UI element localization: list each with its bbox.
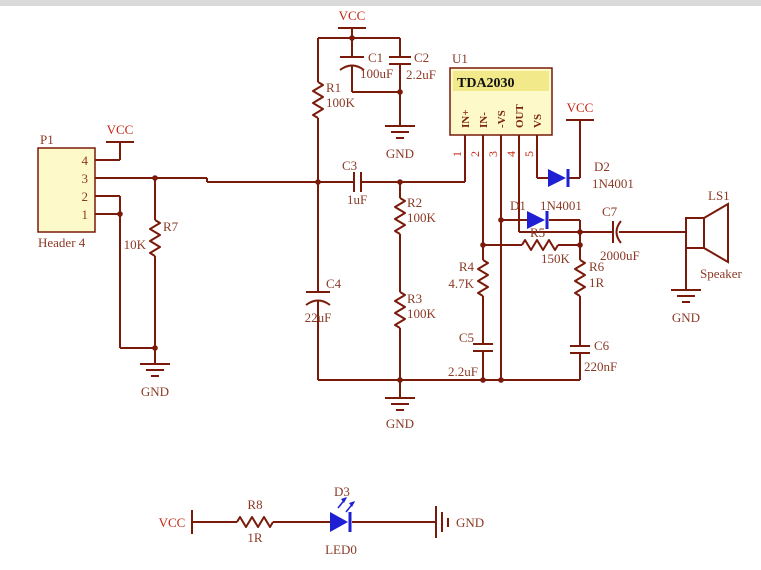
capacitor-C4: C4 22uF: [305, 276, 342, 325]
gnd-symbol-left: GND: [140, 363, 170, 399]
ls1-value-label: Speaker: [700, 266, 743, 281]
junction-dots: [117, 35, 583, 383]
c1-value-label: 100uF: [360, 66, 393, 81]
p1-pin3-label: 3: [82, 171, 89, 186]
c4-ref-label: C4: [326, 276, 342, 291]
u1-pin-number-2: 2: [468, 151, 482, 157]
capacitor-C5: C5 2.2uF: [448, 330, 493, 379]
c7-value-label: 2000uF: [600, 248, 640, 263]
u1-pin-name-in-minus: IN-: [478, 112, 490, 128]
gnd-label-top: GND: [386, 146, 414, 161]
r5-value-label: 150K: [541, 251, 571, 266]
gnd-label-center: GND: [386, 416, 414, 431]
c3-ref-label: C3: [342, 158, 357, 173]
gnd-symbol-top: GND: [385, 125, 415, 161]
u1-pin-number-5: 5: [522, 151, 536, 157]
u1-pin-name-neg-vs: -VS: [496, 110, 508, 128]
r3-ref-label: R3: [407, 291, 422, 306]
gnd-label-speaker: GND: [672, 310, 700, 325]
u1-pin-number-1: 1: [450, 151, 464, 157]
resistor-R1: R1 100K: [312, 80, 356, 119]
window-chrome-strip: [0, 0, 761, 6]
r1-value-label: 100K: [326, 95, 356, 110]
u1-pin-number-3: 3: [486, 151, 500, 157]
r1-ref-label: R1: [326, 80, 341, 95]
r3-value-label: 100K: [407, 306, 437, 321]
r6-ref-label: R6: [589, 259, 605, 274]
r8-ref-label: R8: [247, 497, 262, 512]
gnd-symbol-center: GND: [385, 397, 415, 431]
gnd-symbol-led: GND: [435, 506, 484, 538]
r6-value-label: 1R: [589, 275, 605, 290]
capacitor-C7: C7 2000uF: [600, 204, 640, 263]
r2-ref-label: R2: [407, 195, 422, 210]
d3-ref-label: D3: [334, 484, 350, 499]
u1-pin-number-4: 4: [504, 151, 518, 157]
vcc-symbol-p1: VCC: [106, 122, 134, 143]
capacitor-C2: C2 2.2uF: [389, 50, 436, 82]
r8-value-label: 1R: [247, 530, 263, 545]
u1-part-label: TDA2030: [457, 76, 515, 91]
resistor-R4: R4 4.7K: [448, 259, 489, 297]
c1-ref-label: C1: [368, 50, 383, 65]
diode-D2: D2 1N4001: [548, 159, 634, 191]
r4-value-label: 4.7K: [448, 276, 474, 291]
c3-value-label: 1uF: [347, 192, 367, 207]
c5-ref-label: C5: [459, 330, 474, 345]
p1-pin4-label: 4: [82, 153, 89, 168]
diode-D1: D1 1N4001: [510, 198, 582, 229]
gnd-label-left: GND: [141, 384, 169, 399]
c7-ref-label: C7: [602, 204, 618, 219]
vcc-label-led: VCC: [159, 515, 186, 530]
r4-ref-label: R4: [459, 259, 475, 274]
speaker-LS1: LS1 Speaker: [685, 188, 743, 281]
capacitor-C1: C1 100uF: [339, 50, 393, 81]
resistor-R5: R5 150K: [521, 225, 571, 266]
vcc-symbol-u1: VCC: [566, 100, 594, 121]
ls1-ref-label: LS1: [708, 188, 730, 203]
resistor-R8: R8 1R: [236, 497, 274, 545]
capacitor-C3: C3 1uF: [342, 158, 367, 207]
c2-ref-label: C2: [414, 50, 429, 65]
p1-pin2-label: 2: [82, 189, 89, 204]
r7-ref-label: R7: [163, 219, 179, 234]
vcc-label-u1: VCC: [567, 100, 594, 115]
vcc-label-top: VCC: [339, 8, 366, 23]
u1-ref-label: U1: [452, 51, 468, 66]
resistor-R2: R2 100K: [394, 195, 437, 235]
c6-value-label: 220nF: [584, 359, 617, 374]
r2-value-label: 100K: [407, 210, 437, 225]
r5-ref-label: R5: [530, 225, 545, 240]
u1-pin-name-out: OUT: [514, 104, 526, 129]
p1-value-label: Header 4: [38, 235, 86, 250]
r7-value-label: 10K: [124, 237, 147, 252]
gnd-label-led: GND: [456, 515, 484, 530]
resistor-R6: R6 1R: [574, 259, 605, 297]
p1-ref-label: P1: [40, 132, 54, 147]
wires: [95, 28, 687, 523]
vcc-symbol-led: VCC: [159, 510, 193, 534]
vcc-symbol-top: VCC: [338, 8, 366, 29]
d1-value-label: 1N4001: [540, 198, 582, 213]
c5-value-label: 2.2uF: [448, 364, 478, 379]
gnd-symbol-speaker: GND: [671, 289, 701, 325]
c4-value-label: 22uF: [305, 310, 332, 325]
p1-pin1-label: 1: [82, 207, 89, 222]
led-D3: D3 LED0: [325, 484, 357, 557]
c2-value-label: 2.2uF: [406, 67, 436, 82]
capacitor-C6: C6 220nF: [570, 338, 617, 374]
u1-pin-name-in-plus: IN+: [460, 110, 472, 129]
ic-U1: U1 TDA2030 IN+ IN- -VS OUT VS 1 2 3 4 5: [449, 51, 553, 157]
vcc-label-p1: VCC: [107, 122, 134, 137]
resistor-R3: R3 100K: [394, 291, 437, 329]
c6-ref-label: C6: [594, 338, 610, 353]
d1-ref-label: D1: [510, 198, 526, 213]
u1-pin-name-vs: VS: [532, 114, 544, 128]
connector-P1: P1 4 3 2 1 Header 4: [37, 132, 96, 250]
d3-value-label: LED0: [325, 542, 357, 557]
d2-value-label: 1N4001: [592, 176, 634, 191]
resistor-R7: R7 10K: [124, 219, 179, 257]
d2-ref-label: D2: [594, 159, 610, 174]
